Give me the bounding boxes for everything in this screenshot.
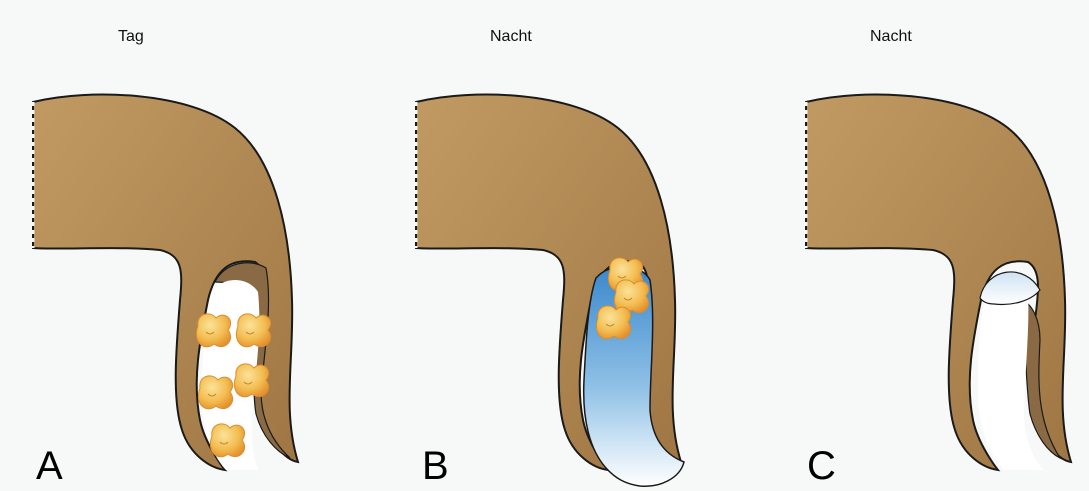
- panel-a-letter: A: [36, 446, 63, 486]
- panel-c-letter: C: [807, 446, 836, 486]
- panel-a-title: Tag: [118, 28, 144, 46]
- panel-c-tissue: [806, 95, 1071, 470]
- panel-c-title: Nacht: [870, 28, 912, 46]
- panel-b-letter: B: [422, 446, 449, 486]
- panel-b-title: Nacht: [490, 28, 532, 46]
- panel-a-tissue: [33, 95, 298, 470]
